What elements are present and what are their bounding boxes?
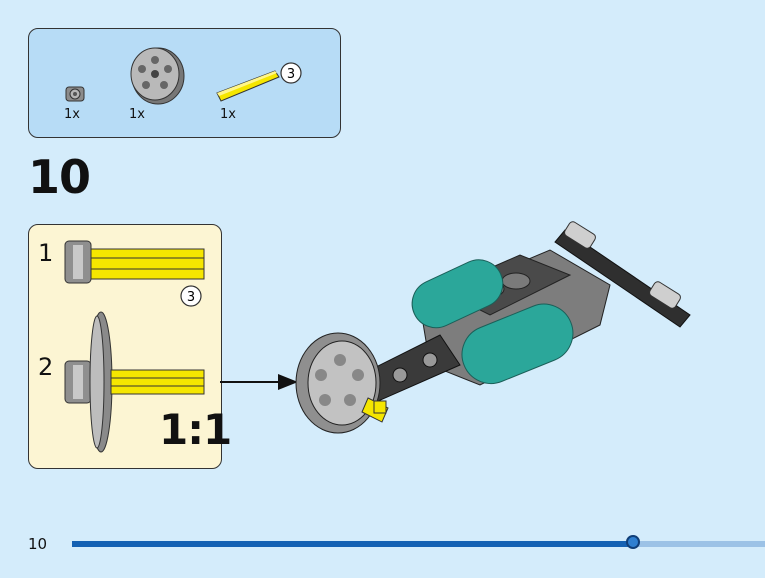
substep-2-number: 2 bbox=[38, 353, 54, 381]
axle-length-badge: 3 bbox=[280, 62, 302, 84]
progress-knob bbox=[626, 535, 640, 549]
parts-list-panel: 3 1x 1x 1x bbox=[28, 28, 341, 138]
parts-illustrations: 3 bbox=[65, 47, 302, 105]
arrow-icon bbox=[220, 374, 298, 390]
bush-icon bbox=[65, 86, 85, 102]
subassembly-illustrations: 3 bbox=[64, 240, 205, 453]
bush-on-axle-icon bbox=[64, 240, 205, 284]
axle-length-badge: 3 bbox=[180, 285, 202, 307]
teal-panel-icon bbox=[411, 259, 574, 384]
progress-fill bbox=[72, 541, 633, 547]
wheel-assembly-icon bbox=[64, 311, 205, 453]
axle-icon bbox=[216, 70, 280, 102]
yellow-axle-end-icon bbox=[361, 397, 389, 423]
substep-1-number: 1 bbox=[38, 239, 54, 267]
rear-axle-icon bbox=[554, 221, 691, 328]
page-number: 10 bbox=[28, 535, 48, 553]
scale-ratio-label: 1:1 bbox=[159, 405, 232, 454]
wheel-icon bbox=[130, 47, 185, 105]
subassembly-panel: 1 2 3 1:1 bbox=[28, 224, 232, 469]
wheel-quantity: 1x bbox=[129, 107, 145, 122]
axle-quantity: 1x bbox=[220, 107, 236, 122]
svg-text:3: 3 bbox=[187, 290, 195, 305]
main-model-illustration bbox=[220, 221, 691, 434]
step-number: 10 bbox=[28, 150, 91, 204]
bush-quantity: 1x bbox=[64, 107, 80, 122]
svg-text:3: 3 bbox=[287, 67, 295, 82]
front-wheel-icon bbox=[295, 332, 381, 434]
